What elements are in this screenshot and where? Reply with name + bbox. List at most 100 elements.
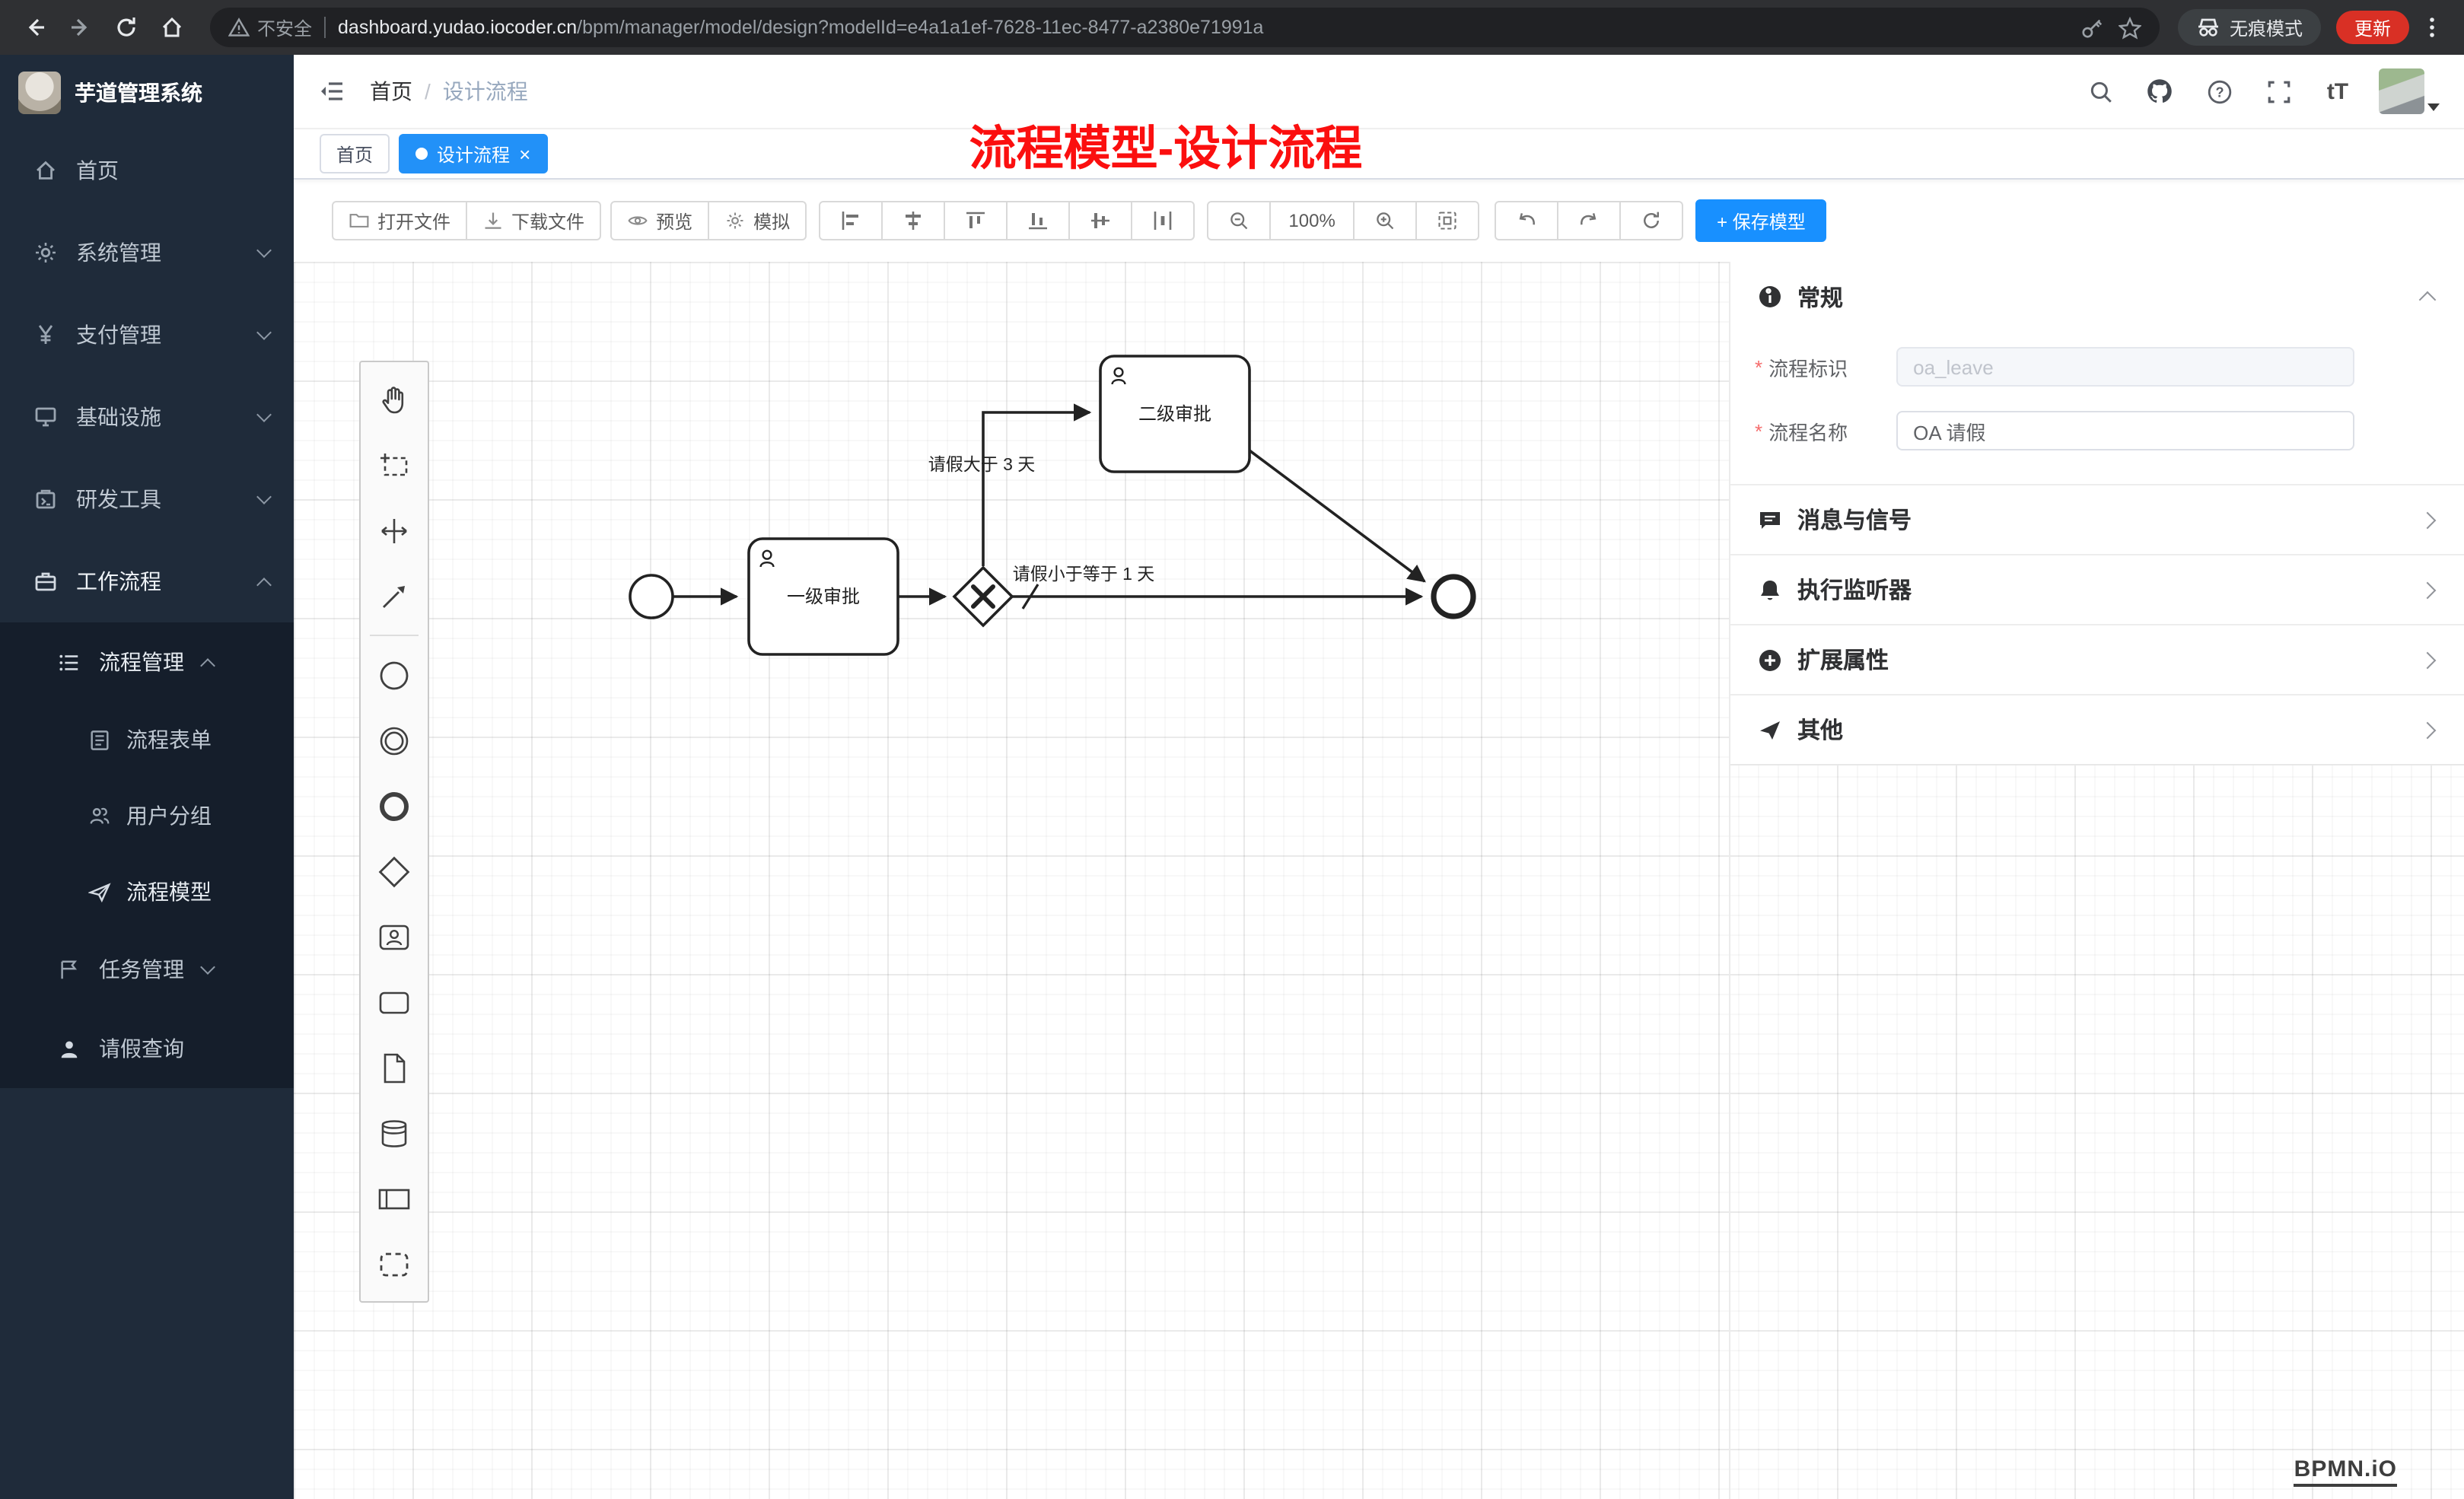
- url-bar[interactable]: 不安全 dashboard.yudao.iocoder.cn/bpm/manag…: [210, 8, 2160, 47]
- message-icon: [1758, 508, 1782, 532]
- start-event[interactable]: [629, 574, 674, 619]
- bookmark-star-icon[interactable]: [2118, 16, 2141, 39]
- sidebar-item-payment[interactable]: 支付管理: [0, 294, 294, 376]
- create-start-event-icon[interactable]: [361, 642, 428, 708]
- sidebar-item-devtools[interactable]: 研发工具: [0, 458, 294, 540]
- sidebar-item-label: 请假查询: [99, 1036, 184, 1061]
- process-key-input: [1896, 347, 2354, 387]
- user-menu[interactable]: [2379, 68, 2440, 114]
- sidebar-item-home[interactable]: 首页: [0, 129, 294, 212]
- align-center-horizontal-button[interactable]: [881, 201, 946, 240]
- close-icon[interactable]: ×: [519, 142, 531, 165]
- home-nav-icon[interactable]: [152, 8, 192, 47]
- end-event[interactable]: [1431, 574, 1476, 619]
- sidebar-item-process-form[interactable]: 流程表单: [0, 702, 294, 778]
- zoom-level-button[interactable]: 100%: [1269, 201, 1355, 240]
- redo-button[interactable]: [1557, 201, 1622, 240]
- hand-tool-icon[interactable]: [361, 367, 428, 432]
- back-icon[interactable]: [15, 8, 55, 47]
- search-icon[interactable]: [2082, 73, 2119, 110]
- bell-icon: [1758, 578, 1782, 602]
- space-tool-icon[interactable]: [361, 498, 428, 563]
- zoom-out-button[interactable]: [1207, 201, 1272, 240]
- url-host: dashboard.yudao.iocoder.cn: [338, 17, 578, 38]
- url-path: /bpm/manager/model/design?modelId=e4a1a1…: [577, 17, 1264, 38]
- warning-icon: [228, 18, 250, 37]
- download-icon: [485, 212, 501, 229]
- section-general[interactable]: 常规: [1730, 262, 2464, 332]
- sidebar-item-workflow[interactable]: 工作流程: [0, 540, 294, 622]
- designer-toolbar: 打开文件 下载文件 预览 模拟: [294, 180, 2464, 262]
- create-user-task-icon[interactable]: [361, 904, 428, 969]
- preview-button[interactable]: 预览: [610, 201, 710, 240]
- breadcrumb-home[interactable]: 首页: [370, 79, 412, 103]
- tab-home[interactable]: 首页: [320, 134, 390, 173]
- sequence-flow-gateway-to-task2[interactable]: [982, 403, 1092, 566]
- breadcrumb-current: 设计流程: [442, 79, 528, 103]
- app-logo[interactable]: 芋道管理系统: [0, 55, 294, 129]
- create-data-object-icon[interactable]: [361, 1035, 428, 1100]
- create-task-icon[interactable]: [361, 969, 428, 1035]
- sidebar-item-label: 用户分组: [126, 804, 212, 828]
- sidebar-item-leave-query[interactable]: 请假查询: [0, 1009, 294, 1088]
- align-bottom-button[interactable]: [1006, 201, 1071, 240]
- password-key-icon[interactable]: [2080, 16, 2103, 39]
- security-indicator[interactable]: 不安全: [228, 14, 312, 40]
- process-key-row: * 流程标识: [1730, 335, 2464, 399]
- caret-down-icon: [2427, 103, 2440, 111]
- font-size-icon[interactable]: tT: [2326, 78, 2349, 104]
- sidebar-item-process-mgmt[interactable]: 流程管理: [0, 622, 294, 702]
- palette-divider: [370, 635, 419, 636]
- browser-update-button[interactable]: 更新: [2335, 11, 2409, 44]
- tab-design-process[interactable]: 设计流程 ×: [399, 134, 548, 173]
- create-intermediate-event-icon[interactable]: [361, 708, 428, 773]
- save-model-button[interactable]: + 保存模型: [1695, 199, 1827, 242]
- required-marker: *: [1755, 355, 1763, 378]
- global-connect-tool-icon[interactable]: [361, 563, 428, 629]
- zoom-reset-button[interactable]: [1415, 201, 1480, 240]
- fullscreen-icon[interactable]: [2260, 73, 2297, 110]
- create-end-event-icon[interactable]: [361, 773, 428, 839]
- create-participant-icon[interactable]: [361, 1166, 428, 1231]
- sequence-flow-task2-to-end[interactable]: [1248, 449, 1426, 583]
- open-file-button[interactable]: 打开文件: [332, 201, 468, 240]
- sidebar-item-task-mgmt[interactable]: 任务管理: [0, 930, 294, 1009]
- sidebar-item-process-model[interactable]: 流程模型: [0, 854, 294, 930]
- forward-icon[interactable]: [61, 8, 100, 47]
- simulate-button[interactable]: 模拟: [708, 201, 807, 240]
- create-group-icon[interactable]: [361, 1231, 428, 1297]
- sidebar-item-user-group[interactable]: 用户分组: [0, 778, 294, 854]
- browser-menu-icon[interactable]: [2415, 15, 2449, 40]
- collapse-sidebar-icon[interactable]: [318, 78, 345, 105]
- github-icon[interactable]: [2141, 73, 2178, 110]
- section-exec-listener[interactable]: 执行监听器: [1730, 554, 2464, 624]
- tab-label: 设计流程: [437, 144, 511, 165]
- restart-button[interactable]: [1619, 201, 1684, 240]
- workflow-submenu: 流程管理 流程表单 用户分组 流程模型 任务管理 请假: [0, 622, 294, 1088]
- align-middle-vertical-button[interactable]: [1068, 201, 1133, 240]
- lasso-tool-icon[interactable]: [361, 432, 428, 498]
- align-top-button[interactable]: [944, 201, 1008, 240]
- reload-icon[interactable]: [107, 8, 146, 47]
- section-ext-props[interactable]: 扩展属性: [1730, 624, 2464, 694]
- undo-button[interactable]: [1495, 201, 1559, 240]
- chevron-down-icon: [200, 959, 215, 974]
- section-other[interactable]: 其他: [1730, 694, 2464, 764]
- download-file-button[interactable]: 下载文件: [466, 201, 602, 240]
- create-data-store-icon[interactable]: [361, 1100, 428, 1166]
- zoom-in-button[interactable]: [1353, 201, 1418, 240]
- distribute-horizontal-button[interactable]: [1131, 201, 1195, 240]
- sidebar-item-infrastructure[interactable]: 基础设施: [0, 376, 294, 458]
- properties-panel-card: 常规 * 流程标识 * 流程名称 消息与信号: [1730, 262, 2464, 765]
- section-message-signal[interactable]: 消息与信号: [1730, 484, 2464, 554]
- help-icon[interactable]: ?: [2201, 73, 2237, 110]
- create-gateway-icon[interactable]: [361, 839, 428, 904]
- process-name-input[interactable]: [1896, 411, 2354, 450]
- user-task-level2[interactable]: 二级审批: [1099, 355, 1251, 473]
- user-task-level1[interactable]: 一级审批: [747, 537, 899, 656]
- bpmn-io-logo[interactable]: BPMN.iO: [2294, 1456, 2397, 1487]
- sidebar-item-system[interactable]: 系统管理: [0, 212, 294, 294]
- align-left-button[interactable]: [819, 201, 883, 240]
- chevron-right-icon: [2418, 581, 2437, 599]
- exclusive-gateway[interactable]: [952, 565, 1014, 628]
